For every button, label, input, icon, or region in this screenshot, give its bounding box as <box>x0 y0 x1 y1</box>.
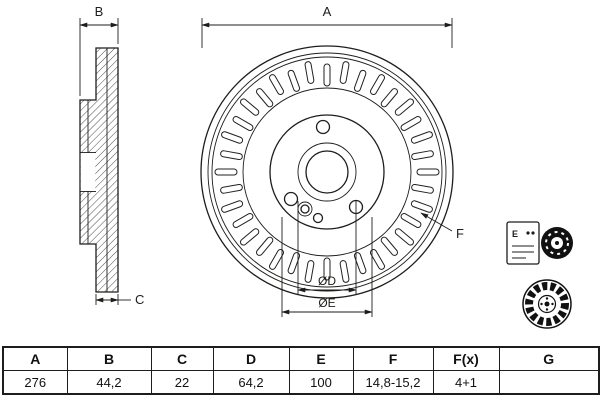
hub-bore-opening <box>80 153 96 191</box>
dim-e-label: ØE <box>318 296 335 310</box>
vent-slot <box>214 168 238 176</box>
locating-hole-outer <box>297 201 313 217</box>
vent-slot <box>240 228 260 246</box>
table-value-c: 22 <box>150 370 214 395</box>
vent-slot <box>400 213 422 228</box>
vent-slot <box>220 150 243 161</box>
vent-slot <box>380 236 398 256</box>
vent-slot <box>380 88 398 108</box>
brake-disc-small-icon <box>541 227 573 259</box>
vent-slot <box>232 213 254 228</box>
dim-c-label: C <box>135 292 144 307</box>
vent-slot <box>323 63 331 87</box>
table-header-a: A <box>2 346 68 371</box>
vent-slot <box>410 131 433 144</box>
table-header-fx: F(x) <box>432 346 500 371</box>
table-header-e: E <box>288 346 354 371</box>
hub-circle <box>269 114 385 230</box>
dim-d-label: ØD <box>318 274 336 288</box>
vent-slot <box>411 150 434 161</box>
vent-slot <box>353 69 367 92</box>
vent-slots <box>214 61 440 283</box>
table-header-b: B <box>66 346 152 371</box>
table-header-g: G <box>498 346 600 371</box>
vent-slot <box>240 98 260 116</box>
vent-slot <box>269 74 284 95</box>
center-bore-circle <box>305 150 349 194</box>
table-value-d: 64,2 <box>212 370 290 395</box>
side-view-cross-section <box>79 47 119 293</box>
vent-slot <box>304 61 315 84</box>
table-value-a: 276 <box>2 370 68 395</box>
vent-slot <box>410 200 433 213</box>
dim-a-label: A <box>323 4 332 19</box>
table-value-row: 276 44,2 22 64,2 100 14,8-15,2 4+1 <box>2 370 600 395</box>
table-header-row: A B C D E F F(x) G <box>2 346 600 371</box>
dimension-e: ØE <box>281 217 373 317</box>
technical-drawing: B C <box>79 4 573 329</box>
table-header-d: D <box>212 346 290 371</box>
dimension-a: A <box>201 4 453 48</box>
dimension-f: F <box>420 212 464 241</box>
vent-slot <box>411 183 434 194</box>
vent-slot <box>370 74 385 95</box>
dimension-c: C <box>95 292 144 307</box>
vent-slot <box>256 236 274 256</box>
table-header-f: F <box>352 346 434 371</box>
vent-slot <box>256 88 274 108</box>
vent-slot <box>394 228 414 246</box>
e-mark-label: E <box>512 229 518 239</box>
table-value-fx: 4+1 <box>432 370 500 395</box>
bolt-hole <box>315 119 331 135</box>
table-value-f: 14,8-15,2 <box>352 370 434 395</box>
vent-slot <box>339 260 350 283</box>
bolt-hole <box>283 191 299 207</box>
dim-f-label: F <box>456 226 464 241</box>
vent-slot <box>400 116 422 131</box>
table-value-e: 100 <box>288 370 354 395</box>
dimension-d: ØD <box>297 201 357 295</box>
vent-slot <box>220 183 243 194</box>
vent-slot <box>221 200 244 213</box>
vent-slot <box>323 257 331 281</box>
pilot-diameter-circle <box>297 142 357 202</box>
vent-slot <box>287 69 301 92</box>
dimension-b: B <box>79 4 119 96</box>
vent-slot <box>394 98 414 116</box>
vent-slot <box>416 168 440 176</box>
vent-slot <box>232 116 254 131</box>
table-header-c: C <box>150 346 214 371</box>
dim-b-label: B <box>95 4 104 19</box>
front-view <box>200 45 454 299</box>
outer-diameter-circle <box>200 45 454 299</box>
small-hole <box>312 212 324 224</box>
vent-slot <box>304 260 315 283</box>
locating-hole <box>300 204 310 214</box>
table-value-b: 44,2 <box>66 370 152 395</box>
table-value-g <box>498 370 600 395</box>
brake-disc-icon <box>522 279 572 329</box>
vent-slot <box>339 61 350 84</box>
packaging-icon: E <box>506 221 540 265</box>
dimension-spec-table: A B C D E F F(x) G 276 44,2 22 64,2 100 … <box>2 346 600 395</box>
vent-slot <box>221 131 244 144</box>
